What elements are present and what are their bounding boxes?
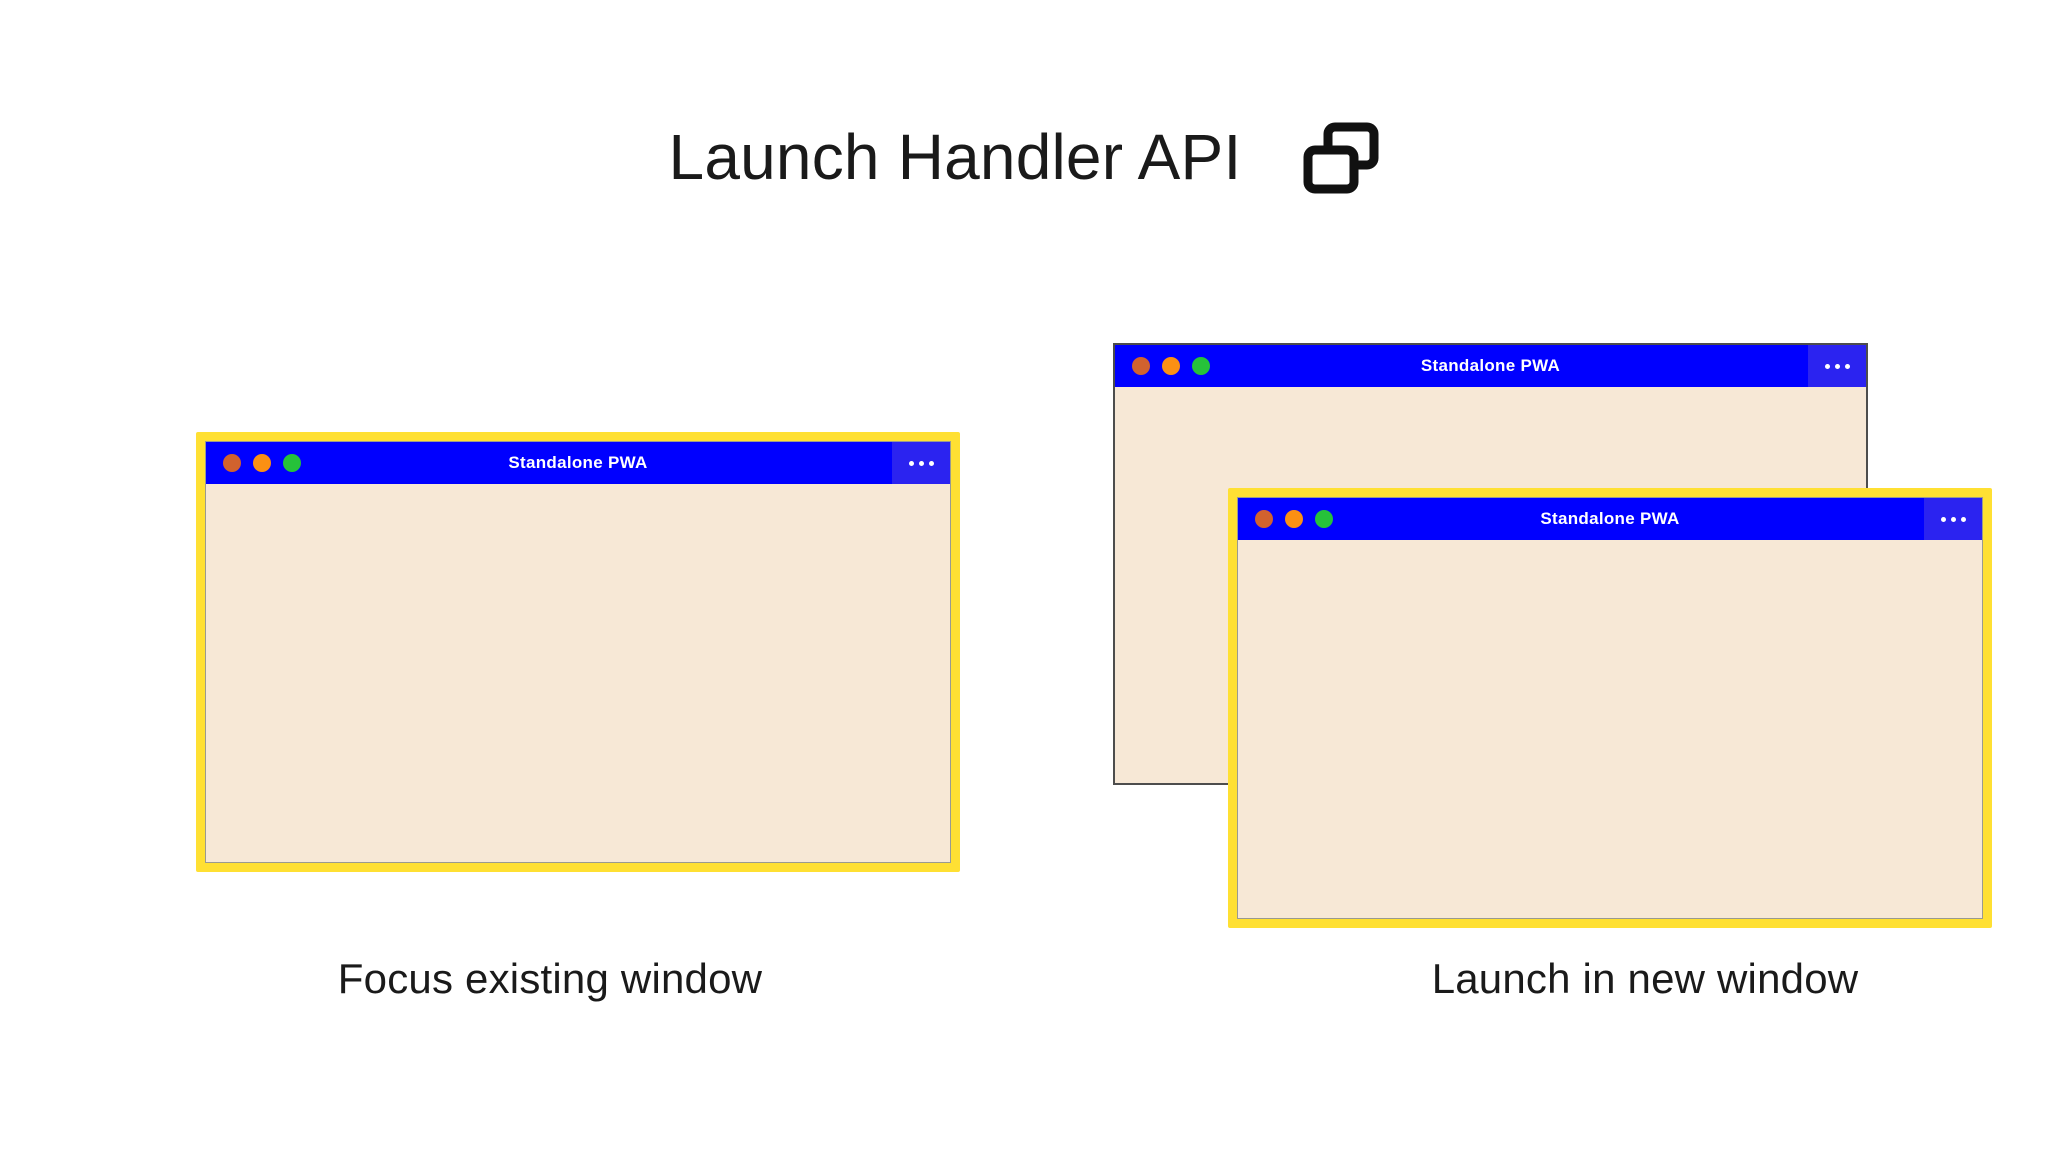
close-button-icon[interactable] <box>223 454 241 472</box>
menu-dot <box>1844 363 1850 369</box>
maximize-button-icon[interactable] <box>1315 510 1333 528</box>
caption-launch-in-new-window: Launch in new window <box>1431 955 1859 1002</box>
multi-window-icon <box>1303 122 1379 194</box>
window-focus-existing[interactable]: Standalone PWA <box>196 432 960 872</box>
minimize-button-icon[interactable] <box>253 454 271 472</box>
minimize-button-icon[interactable] <box>1162 357 1180 375</box>
page-title: Launch Handler API <box>668 121 1242 194</box>
window-content-area <box>1238 540 1982 918</box>
overflow-menu-icon[interactable] <box>892 442 950 484</box>
window-titlebar[interactable]: Standalone PWA <box>206 442 950 484</box>
slide-header: Launch Handler API <box>0 122 2048 194</box>
menu-dot <box>1824 363 1830 369</box>
window-titlebar[interactable]: Standalone PWA <box>1115 345 1866 387</box>
window-frame: Standalone PWA <box>1237 497 1983 919</box>
overflow-menu-icon[interactable] <box>1924 498 1982 540</box>
window-content-area <box>206 484 950 862</box>
maximize-button-icon[interactable] <box>283 454 301 472</box>
traffic-light-controls <box>1132 345 1210 387</box>
menu-dot <box>908 460 914 466</box>
traffic-light-controls <box>1255 498 1333 540</box>
close-button-icon[interactable] <box>1132 357 1150 375</box>
overflow-menu-icon[interactable] <box>1808 345 1866 387</box>
maximize-button-icon[interactable] <box>1192 357 1210 375</box>
menu-dot <box>1950 516 1956 522</box>
menu-dot <box>1960 516 1966 522</box>
window-title-label: Standalone PWA <box>1540 509 1680 528</box>
window-frame: Standalone PWA <box>205 441 951 863</box>
window-title-label: Standalone PWA <box>508 453 648 472</box>
minimize-button-icon[interactable] <box>1285 510 1303 528</box>
window-titlebar[interactable]: Standalone PWA <box>1238 498 1982 540</box>
window-launched-new[interactable]: Standalone PWA <box>1228 488 1992 928</box>
caption-focus-existing-window: Focus existing window <box>337 955 763 1002</box>
menu-dot <box>928 460 934 466</box>
menu-dot <box>918 460 924 466</box>
window-title-label: Standalone PWA <box>1420 356 1561 375</box>
traffic-light-controls <box>223 442 301 484</box>
close-button-icon[interactable] <box>1255 510 1273 528</box>
menu-dot <box>1834 363 1840 369</box>
menu-dot <box>1940 516 1946 522</box>
